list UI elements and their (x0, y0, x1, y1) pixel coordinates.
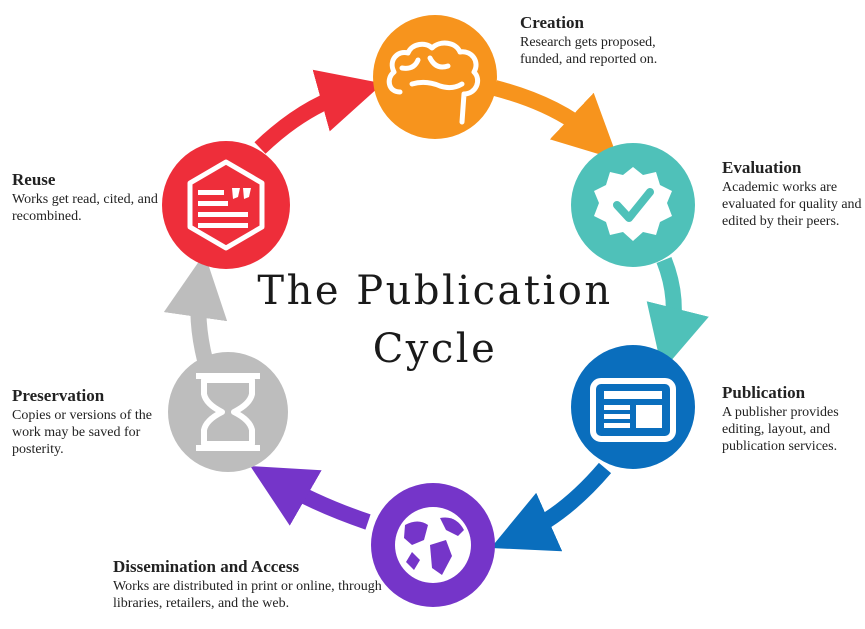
reuse-node (162, 141, 290, 269)
evaluation-text: Evaluation Academic works are evaluated … (722, 158, 862, 230)
creation-text: Creation Research gets proposed, funded,… (520, 13, 700, 68)
evaluation-description: Academic works are evaluated for quality… (722, 180, 862, 229)
hourglass-icon (196, 373, 260, 451)
reuse-description: Works get read, cited, and recombined. (12, 192, 158, 224)
preservation-label: Preservation (12, 386, 105, 405)
evaluation-label: Evaluation (722, 158, 802, 177)
dissemination-label: Dissemination and Access (113, 557, 300, 576)
publication-node (571, 345, 695, 469)
quote-document-icon (187, 159, 265, 251)
dissemination-text: Dissemination and Access Works are distr… (113, 557, 383, 612)
reuse-text: Reuse Works get read, cited, and recombi… (12, 170, 162, 225)
newspaper-icon (590, 378, 676, 442)
preservation-text: Preservation Copies or versions of the w… (12, 386, 152, 458)
dissemination-description: Works are distributed in print or online… (113, 579, 382, 611)
globe-icon (395, 507, 471, 583)
brain-icon (386, 40, 481, 125)
publication-text: Publication A publisher provides editing… (722, 383, 864, 455)
arrow-preservation-to-reuse (163, 253, 228, 362)
diagram-title-line-2: Cycle (372, 326, 498, 372)
reuse-label: Reuse (12, 170, 56, 189)
dissemination-node (371, 483, 495, 607)
publication-description: A publisher provides editing, layout, an… (722, 405, 839, 454)
arrow-evaluation-to-publication (646, 257, 709, 372)
creation-description: Research gets proposed, funded, and repo… (520, 35, 658, 67)
creation-node (373, 15, 497, 139)
evaluation-node (571, 143, 695, 267)
diagram-title-line-1: The Publication (257, 268, 613, 314)
preservation-description: Copies or versions of the work may be sa… (12, 408, 152, 457)
arrow-publication-to-dissemination (490, 462, 612, 552)
badge-check-icon (594, 167, 672, 241)
arrow-dissemination-to-preservation (250, 466, 371, 530)
creation-label: Creation (520, 13, 584, 32)
publication-label: Publication (722, 383, 806, 402)
preservation-node (168, 352, 288, 472)
diagram-title: The Publication Cycle (230, 262, 640, 378)
arrow-creation-to-evaluation (492, 80, 619, 160)
arrow-reuse-to-creation (254, 69, 383, 154)
